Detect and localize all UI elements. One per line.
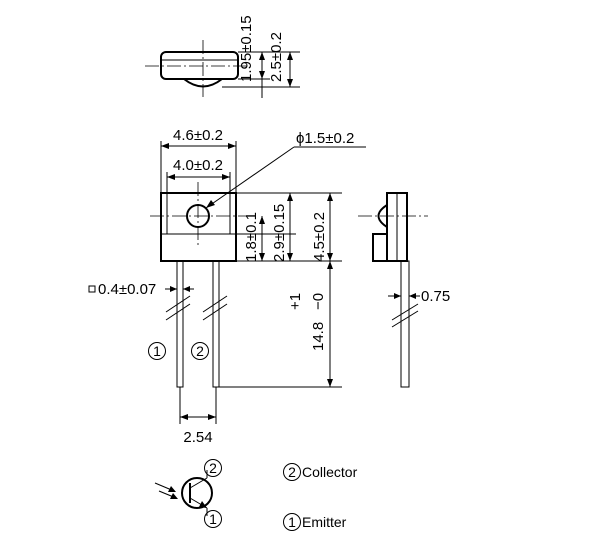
emitter-arrow [199,501,207,508]
transistor-circle [181,477,213,509]
arrowhead [259,71,265,79]
dim-lead-length-tol-plus: +1 [287,293,304,310]
dim-lens-diameter: ϕ1.5±0.2 [296,130,354,147]
legend-emitter-number: 1 [288,514,296,530]
break-mark [202,295,228,313]
legend-collector-number: 2 [288,464,296,480]
arrowhead [208,414,216,420]
symbol-pin-1-marker [204,510,222,528]
dim-lead-pitch: 2.54 [183,429,212,446]
pin-2-number: 2 [196,343,204,359]
arrowhead [259,253,265,261]
side-view: 0.75 [358,192,450,388]
arrowhead [327,193,333,201]
legend-collector-label: Collector [302,464,358,480]
symbol-pin-2-number: 2 [209,460,217,476]
arrowhead [327,253,333,261]
front-view: 4.6±0.2 4.0±0.2 ϕ1.5±0.2 0.4±0.07 [88,127,366,446]
lens-circle [186,204,210,228]
legend-emitter-marker [283,513,301,531]
pin-2-marker [191,342,209,360]
light-arrowhead [170,493,178,499]
symbol-pin-1-number: 1 [209,511,217,527]
arrowhead [161,143,169,149]
arrowhead [222,174,230,180]
arrowhead [180,414,188,420]
lead-2 [212,260,220,388]
lead-1 [176,260,184,388]
top-view-lens [183,78,223,88]
side-view-lens [377,204,388,228]
arrowhead [287,253,293,261]
legend-emitter-label: Emitter [302,514,347,530]
break-mark [391,310,419,328]
square-symbol [88,285,96,293]
dim-lead-thickness: 0.75 [421,288,450,305]
side-view-lead [400,260,410,388]
transistor-collector [189,477,208,489]
dim-lead-length: 14.8 [310,322,327,351]
top-view-body [160,51,239,80]
arrowhead [259,216,265,224]
arrowhead [206,200,215,208]
dim-body-height: 4.5±0.2 [311,212,328,262]
symbol-pin-2-marker [204,459,222,477]
light-arrowhead [168,486,176,492]
dim-front-width-outer: 4.6±0.2 [173,127,223,144]
phototransistor-symbol: 2 1 [154,459,222,528]
break-mark [165,295,191,313]
arrowhead [259,52,265,60]
dim-lead-length-tol-minus: −0 [310,293,327,310]
front-view-body [160,192,237,262]
arrowhead [327,379,333,387]
break-mark [391,303,419,321]
arrowhead [287,52,293,60]
arrowhead [409,293,416,299]
arrowhead [170,286,177,292]
dim-lens-center-height: 1.8±0.1 [243,212,260,262]
top-view: 1.95±0.15 2.5±0.2 [145,15,300,98]
pin-1-marker [148,342,166,360]
dim-lead-width: 0.4±0.07 [98,281,156,298]
lens-leader-line [205,146,295,209]
arrowhead [167,174,175,180]
dim-top-body-height: 1.95±0.15 [238,15,255,82]
arrowhead [287,79,293,87]
break-mark [165,303,191,321]
arrowhead [183,286,190,292]
arrowhead [228,143,236,149]
pin-1-number: 1 [153,343,161,359]
arrowhead [327,261,333,269]
arrowhead [394,293,401,299]
legend-collector-marker [283,463,301,481]
break-mark [202,303,228,321]
side-view-step [372,233,388,262]
dim-top-total-height: 2.5±0.2 [268,32,285,82]
dim-step-height: 2.9±0.15 [271,204,288,262]
pin-legend: 2 Collector 1 Emitter [283,463,358,531]
arrowhead [287,193,293,201]
dim-front-width-inner: 4.0±0.2 [173,157,223,174]
